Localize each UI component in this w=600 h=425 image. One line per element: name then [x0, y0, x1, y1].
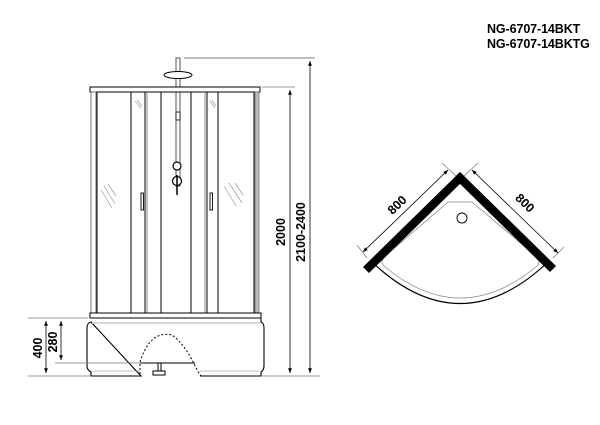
- drain-hole-icon: [456, 212, 468, 224]
- left-post: [90, 91, 97, 319]
- model-name: NG-6707-14BKT: [487, 22, 581, 36]
- center-panel: [160, 92, 192, 314]
- shower-tray: [86, 317, 265, 377]
- top-frame: [89, 86, 261, 93]
- tray-inner-outline: [381, 201, 540, 299]
- bottom-frame: [89, 312, 262, 319]
- drain-leg-icon: [152, 363, 166, 376]
- shower-head-icon: [163, 57, 193, 187]
- dim-line-800-left: [362, 169, 449, 253]
- right-door: [204, 92, 219, 314]
- dim-label-2100-2400: 2100-2400: [294, 202, 308, 262]
- dim-label-400: 400: [31, 338, 45, 359]
- mixer-tap-icon: [171, 175, 183, 195]
- front-dimensions: 2000 2100-2400 400 280: [28, 57, 320, 377]
- dim-label-800-right: 800: [512, 191, 537, 216]
- dim-label-280: 280: [46, 332, 60, 353]
- model-list: NG-6707-14BKT NG-6707-14BKTG: [487, 22, 590, 52]
- dim-label-800-left: 800: [385, 193, 410, 218]
- glass-reflection-icon: [100, 99, 244, 209]
- dim-label-2000: 2000: [274, 218, 288, 246]
- model-name: NG-6707-14BKTG: [487, 37, 590, 51]
- top-view: 800 800: [356, 162, 565, 304]
- tray-outline: [371, 261, 549, 304]
- control-knob-icon: [172, 161, 182, 171]
- left-door: [130, 92, 148, 314]
- right-door-handle: [209, 192, 213, 211]
- front-view: [86, 57, 265, 377]
- left-door-handle: [140, 192, 144, 211]
- right-post: [254, 91, 260, 319]
- dim-line-800-right: [471, 169, 559, 254]
